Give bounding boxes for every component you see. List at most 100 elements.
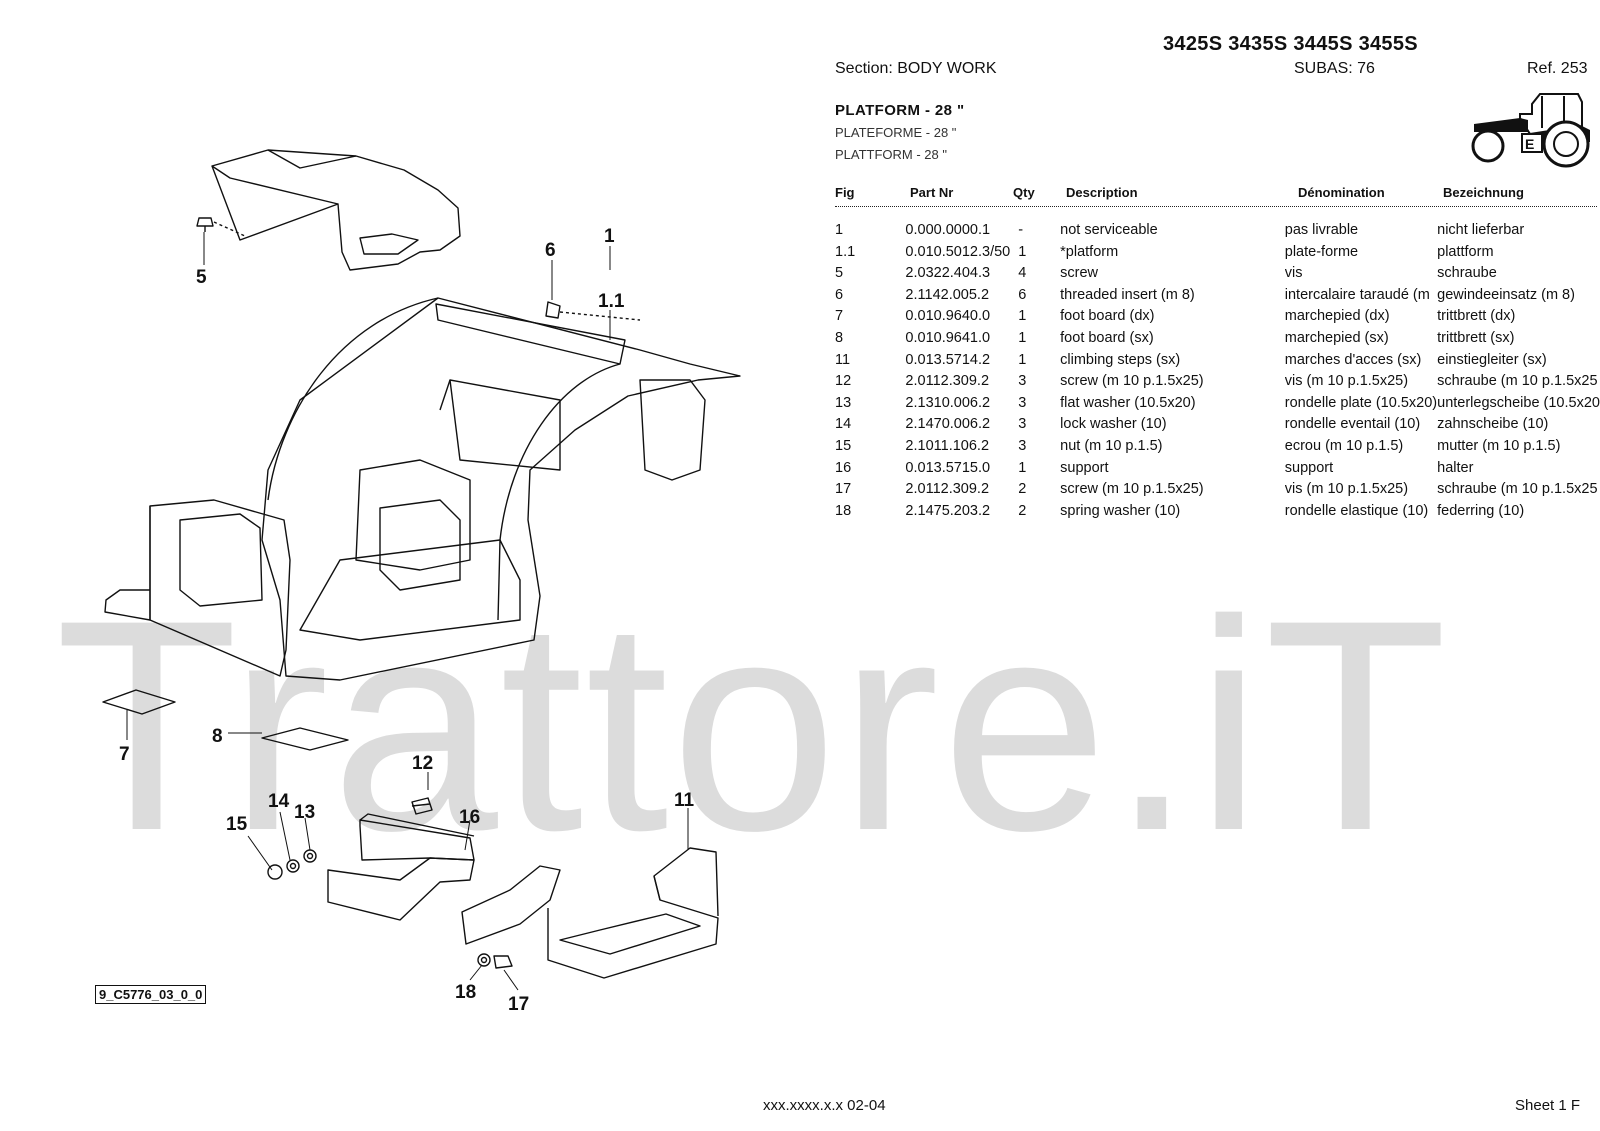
cell-bez: schraube (m 10 p.1.5x25 — [1437, 481, 1598, 498]
cell-bez: mutter (m 10 p.1.5) — [1437, 437, 1561, 454]
cell-qty: 3 — [1018, 416, 1027, 433]
washers-13-15-part — [267, 849, 317, 880]
callout-18: 18 — [455, 982, 476, 1003]
callout-16: 16 — [459, 807, 480, 828]
cell-part: 2.0322.404.3 — [905, 265, 991, 282]
figure-code: 9_C5776_03_0_0 — [95, 985, 207, 1004]
cell-bez: plattform — [1437, 243, 1494, 260]
cell-qty: 3 — [1018, 394, 1027, 411]
diagram-leaders — [126, 232, 689, 991]
col-header-part: Part Nr — [910, 185, 954, 200]
callout-6: 6 — [545, 240, 556, 261]
cell-fig: 7 — [835, 308, 844, 325]
cell-bez: gewindeeinsatz (m 8) — [1437, 286, 1575, 303]
cell-denom: intercalaire taraudé (m — [1284, 286, 1430, 303]
cell-part: 2.1470.006.2 — [905, 416, 991, 433]
cell-desc: nut (m 10 p.1.5) — [1060, 437, 1163, 454]
cell-denom: pas livrable — [1284, 222, 1359, 238]
cell-part: 2.1475.203.2 — [905, 502, 991, 519]
cell-denom: rondelle plate (10.5x20) — [1284, 394, 1438, 411]
cell-qty: 1 — [1018, 329, 1027, 346]
cell-fig: 18 — [835, 502, 852, 519]
title-french: PLATEFORME - 28 " — [835, 125, 957, 140]
subas-label: SUBAS: 76 — [1294, 60, 1375, 77]
cell-qty: 2 — [1018, 481, 1027, 498]
cell-fig: 1.1 — [835, 243, 856, 260]
cell-denom: support — [1284, 459, 1334, 476]
cell-fig: 12 — [835, 373, 852, 390]
cell-denom: marchepied (dx) — [1284, 308, 1390, 325]
callout-1: 1 — [604, 226, 615, 247]
cell-qty: 3 — [1018, 437, 1027, 454]
insert-6-part — [545, 301, 641, 321]
cell-denom: ecrou (m 10 p.1.5) — [1284, 437, 1404, 454]
cell-qty: 4 — [1018, 265, 1027, 282]
cell-part: 2.1011.106.2 — [905, 437, 990, 454]
cell-part: 2.0112.309.2 — [905, 481, 990, 498]
cell-denom: vis — [1284, 265, 1303, 282]
cell-bez: nicht lieferbar — [1437, 222, 1525, 238]
callout-17: 17 — [508, 994, 529, 1015]
title-german: PLATTFORM - 28 " — [835, 147, 947, 162]
cell-bez: schraube — [1437, 265, 1497, 282]
cell-desc: screw (m 10 p.1.5x25) — [1060, 481, 1204, 498]
cell-bez: unterlegscheibe (10.5x20 — [1437, 394, 1600, 411]
cell-bez: federring (10) — [1437, 502, 1525, 519]
cell-fig: 15 — [835, 437, 852, 454]
section-label: Section: BODY WORK — [835, 60, 997, 77]
cell-bez: trittbrett (dx) — [1437, 308, 1516, 325]
cell-part: 2.1310.006.2 — [905, 394, 991, 411]
table-row: 13 2.1310.006.2 3 flat washer (10.5x20) rond… — [835, 393, 1600, 415]
cell-desc: climbing steps (sx) — [1060, 351, 1181, 368]
cell-qty: 1 — [1018, 459, 1027, 476]
cell-denom: marchepied (sx) — [1284, 329, 1389, 346]
diagram-left-step — [104, 499, 291, 677]
cell-desc: threaded insert (m 8) — [1060, 286, 1195, 303]
cell-desc: foot board (sx) — [1060, 329, 1154, 346]
cell-desc: screw — [1060, 265, 1099, 282]
cell-desc: flat washer (10.5x20) — [1060, 394, 1196, 411]
callout-12: 12 — [412, 753, 433, 774]
cell-bez: schraube (m 10 p.1.5x25 — [1437, 373, 1598, 390]
cell-part: 2.1142.005.2 — [905, 286, 990, 303]
cell-qty: 6 — [1018, 286, 1027, 303]
cell-fig: 16 — [835, 459, 852, 476]
cell-denom: plate-forme — [1284, 243, 1359, 260]
cell-part: 0.013.5715.0 — [905, 459, 991, 476]
fasteners-17-18-part — [477, 953, 513, 969]
cell-qty: 3 — [1018, 373, 1027, 390]
step-11-part — [461, 847, 719, 979]
footboard-8-part — [261, 727, 349, 751]
callout-labels: 1 1.1 5 6 7 8 11 12 13 14 15 16 17 18 — [119, 226, 695, 1015]
callout-14: 14 — [268, 791, 290, 812]
cell-part: 0.013.5714.2 — [905, 351, 991, 368]
ref-label: Ref. 253 — [1527, 60, 1588, 77]
screw-12-part — [411, 797, 433, 815]
cell-bez: zahnscheibe (10) — [1437, 416, 1549, 433]
callout-1-1: 1.1 — [598, 291, 625, 312]
cell-part: 0.000.0000.1 — [905, 222, 991, 238]
exploded-diagram: 1 1.1 5 6 7 8 11 12 13 14 15 16 17 18 — [102, 149, 741, 1015]
cell-fig: 14 — [835, 416, 852, 433]
screw-5-part — [196, 217, 246, 237]
cell-part: 0.010.5012.3/50 — [905, 243, 1011, 260]
footer-sheet: Sheet 1 F — [1515, 1097, 1581, 1114]
cell-fig: 11 — [835, 351, 851, 368]
cell-bez: halter — [1437, 459, 1474, 476]
col-header-description: Description — [1066, 185, 1138, 200]
cell-desc: not serviceable — [1060, 222, 1158, 238]
cell-fig: 17 — [835, 481, 852, 498]
cell-denom: vis (m 10 p.1.5x25) — [1284, 373, 1409, 390]
cell-fig: 13 — [835, 394, 852, 411]
footer-code: xxx.xxxx.x.x 02-04 — [763, 1097, 886, 1114]
cell-desc: lock washer (10) — [1060, 416, 1167, 433]
cell-fig: 5 — [835, 265, 844, 282]
